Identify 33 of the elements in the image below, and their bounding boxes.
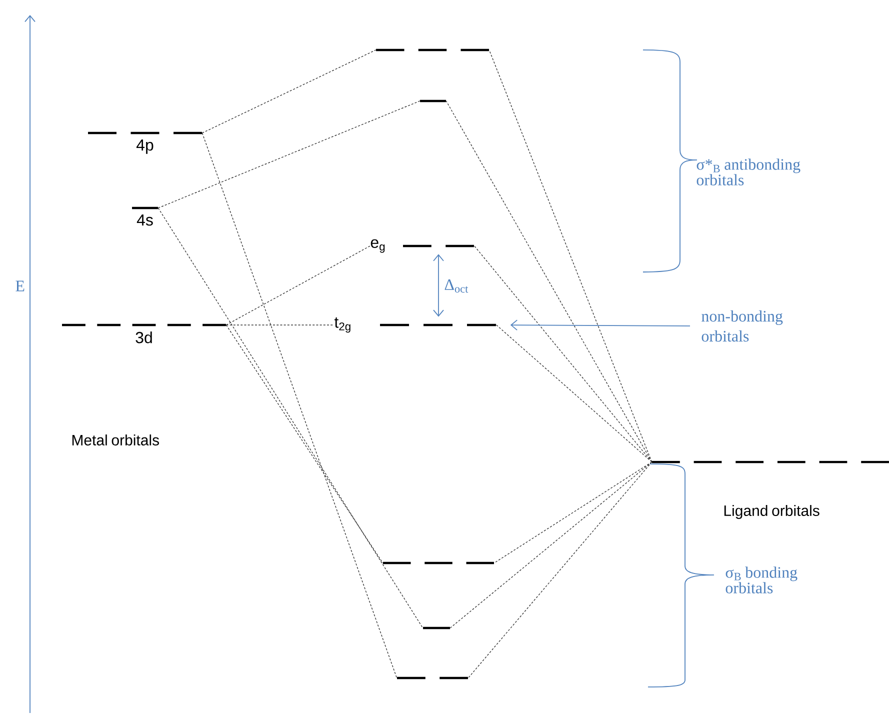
correlation-line: [446, 100, 652, 462]
energy-level: [376, 48, 489, 52]
arrow: [510, 320, 690, 331]
energy-level: [423, 626, 450, 630]
correlation-line: [474, 246, 652, 462]
brace-label: σ$_{B}$ bonding orbitals: [726, 566, 798, 594]
correlation-line: [468, 462, 652, 678]
correlation-line: [226, 324, 334, 326]
energy-level: 3d: [62, 324, 226, 344]
dimension-label: Δ$_{oct}$: [444, 279, 468, 293]
energy-level: 4s: [132, 206, 158, 226]
correlation-line: [202, 132, 398, 678]
energy-level: e$_{g}$: [370, 239, 474, 253]
annotation-text: non-bonding orbitals: [702, 310, 783, 342]
correlation-line: [488, 50, 652, 462]
correlation-line: [226, 246, 370, 326]
energy-level: 4p: [88, 132, 202, 154]
energy-level: [397, 676, 468, 680]
correlation-line: [494, 462, 652, 564]
energy-level: [383, 562, 494, 564]
double-arrow: [433, 254, 444, 317]
energy-level: [420, 100, 446, 102]
correlation-line: [158, 100, 420, 208]
correlation-line: [158, 208, 424, 628]
energy-level: t$_{2g}$: [334, 317, 496, 333]
brace-label: σ*$_{B}$ antibonding orbitals: [696, 158, 800, 186]
energy-level: [652, 460, 889, 464]
region-label: Metal orbitals: [72, 434, 159, 446]
axis-label: E: [16, 280, 24, 292]
correlation-line: [202, 50, 376, 134]
correlation-line: [226, 324, 384, 564]
correlation-line: [496, 324, 652, 462]
region-label: Ligand orbitals: [724, 505, 820, 519]
